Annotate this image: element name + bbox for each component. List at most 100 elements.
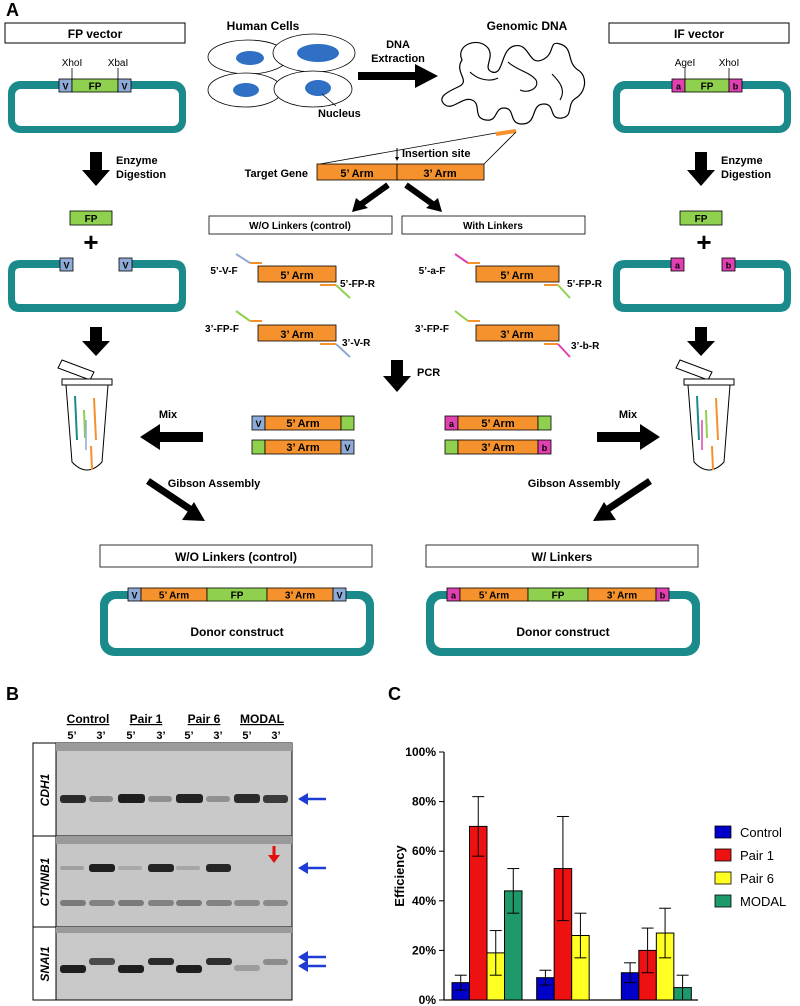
plasmid-inner	[15, 89, 179, 126]
fp-vector-title-box	[4, 22, 186, 44]
enzyme-digestion-label-line1: Enzyme	[116, 155, 158, 167]
primer-design-control: 5’ Arm 5’-V-F 5’-FP-R 3’ Arm 3’-FP-F 3’-…	[205, 253, 376, 358]
nucleus-shape	[305, 80, 331, 96]
v-label: V	[122, 261, 128, 271]
panel-c-chart: C 0%20%40%60%80%100%EfficiencyCDH1CTNNB1…	[388, 684, 786, 1006]
nucleus-label: Nucleus	[318, 108, 361, 120]
gel-lane-label: 3’	[213, 730, 222, 742]
mix-label: Mix	[619, 409, 638, 421]
b-label: b	[733, 82, 739, 92]
pcr-label: PCR	[417, 367, 440, 379]
if-vector-title-box	[608, 22, 790, 44]
nucleus-shape	[236, 51, 264, 65]
arm3-label: 3’ Arm	[280, 329, 313, 341]
plasmid-inner	[620, 89, 784, 126]
gel-lane-label: 5’	[126, 730, 135, 742]
gel-image-snai1	[55, 926, 293, 1001]
band-arrow-cdh1	[298, 793, 326, 805]
panel-c-label: C	[388, 684, 401, 704]
gel-lane-label: 5’	[184, 730, 193, 742]
v-label: V	[336, 591, 342, 601]
y-tick-label: 0%	[419, 993, 437, 1006]
result-linkers-box	[425, 544, 699, 568]
if-vector-plasmid: a FP b AgeI XhoI	[613, 58, 791, 133]
primer-label: 3’-FP-F	[415, 324, 449, 335]
wo-linkers-box	[208, 215, 393, 235]
fp-fragment	[69, 210, 113, 226]
fp-label: FP	[701, 82, 714, 93]
donor-construct-label: Donor construct	[190, 625, 283, 639]
arm5-label: 5’ Arm	[481, 418, 514, 430]
gel-lane-label: 3’	[96, 730, 105, 742]
dna-extraction-label-line2: Extraction	[371, 53, 425, 65]
arm5-label: 5’ Arm	[500, 270, 533, 282]
primer-label: 3’-FP-F	[205, 324, 239, 335]
fp-vector-plasmid: V FP V XhoI XbaI	[8, 58, 186, 133]
primer-label: 5’-FP-R	[567, 279, 603, 290]
x-tick-label: CDH1	[469, 1003, 504, 1006]
dna-extraction-label-line1: DNA	[386, 39, 410, 51]
xhoI-site-label: XhoI	[719, 58, 740, 69]
arm3-label: 3’ Arm	[285, 591, 315, 602]
legend-swatch	[714, 848, 732, 862]
legend-swatch	[714, 871, 732, 885]
v-site-right	[117, 78, 132, 93]
fp-label: FP	[552, 591, 565, 602]
result-linkers-label: W/ Linkers	[532, 550, 593, 564]
v-label: V	[344, 443, 350, 453]
ageI-site-label: AgeI	[675, 58, 696, 69]
gene-label: CTNNB1	[38, 857, 52, 906]
b-label: b	[542, 443, 548, 453]
mix-arrow-right	[597, 424, 660, 450]
genomic-dna-strand	[441, 41, 586, 125]
plus-sign: +	[83, 227, 98, 257]
xbaI-site-label: XbaI	[108, 58, 129, 69]
y-axis-title: Efficiency	[392, 845, 407, 907]
target-gene-locus	[495, 129, 517, 136]
donor-construct-control: V 5’ Arm FP 3’ Arm V Donor construct	[100, 587, 374, 656]
v-label: V	[131, 591, 137, 601]
enzyme-digestion-label-line2: Digestion	[721, 169, 771, 181]
x-tick-label: CTNNB1	[545, 1003, 598, 1006]
if-vector-title: IF vector	[674, 27, 724, 41]
tube-right	[675, 359, 735, 471]
y-tick-label: 60%	[412, 844, 436, 858]
donor-construct-linkers: a 5’ Arm FP 3’ Arm b Donor construct	[426, 587, 700, 656]
panel-b-label: B	[6, 684, 19, 704]
pcr-products-control: V 5’ Arm 3’ Arm V	[251, 415, 355, 455]
gel-group-label: MODAL	[240, 712, 284, 726]
b-label: b	[726, 261, 732, 271]
a-label: a	[451, 591, 457, 601]
with-linkers-box	[401, 215, 586, 235]
human-cells-label: Human Cells	[227, 19, 300, 33]
target-gene-label: Target Gene	[245, 168, 308, 180]
arm3-label: 3’ Arm	[481, 442, 514, 454]
gibson-assembly-label: Gibson Assembly	[528, 478, 621, 490]
pcr-products-linkers: a 5’ Arm 3’ Arm b	[444, 415, 552, 455]
fp-label: FP	[695, 214, 708, 225]
y-tick-label: 80%	[412, 795, 436, 809]
down-arrow	[82, 152, 110, 186]
arm5-label: 5’ Arm	[479, 591, 509, 602]
gel-image-cdh1	[55, 742, 293, 837]
result-control-box	[99, 544, 373, 568]
target-3-arm	[396, 163, 485, 181]
with-linkers-label: With Linkers	[463, 221, 523, 232]
dna-extraction-arrow	[358, 64, 438, 88]
b-site	[728, 78, 743, 93]
gel-lane-label: 3’	[271, 730, 280, 742]
y-tick-label: 40%	[412, 894, 436, 908]
arm3-label: 3’ Arm	[286, 442, 319, 454]
enzyme-digestion-label-line2: Digestion	[116, 169, 166, 181]
gel-lane-label: 5’	[67, 730, 76, 742]
primer-label: 5’-FP-R	[340, 279, 376, 290]
fp-vector-title: FP vector	[68, 27, 123, 41]
primer-design-linkers: 5’ Arm 5’-a-F 5’-FP-R 3’ Arm 3’-FP-F 3’-…	[415, 253, 603, 358]
primer-label: 5’-V-F	[210, 266, 237, 277]
v-label: V	[63, 261, 69, 271]
linearized-fp-vector: V V	[8, 257, 186, 312]
gel-lane-label: 5’	[242, 730, 251, 742]
panel-a: A FP vector IF vector V FP V XhoI XbaI	[4, 0, 791, 656]
gel-lane-label: 3’	[156, 730, 165, 742]
arm5-label: 5’ Arm	[340, 168, 373, 180]
